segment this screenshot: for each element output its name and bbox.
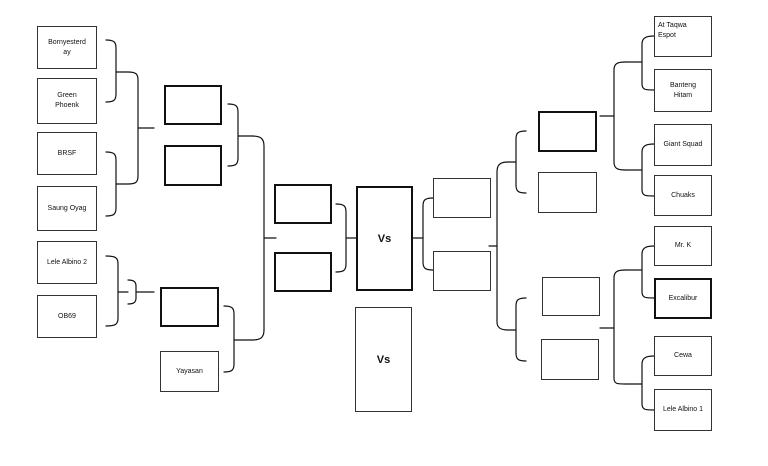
connector-right-r3: [422, 197, 434, 271]
connector-left-r1-c: [105, 255, 119, 327]
right-r1-team-7: Cewa: [654, 336, 712, 376]
right-r1-team-8: Lele Albino 1: [654, 389, 712, 431]
connector-right-r1-a: [641, 35, 655, 91]
right-r1-team-6: Excalibur: [654, 278, 712, 319]
right-r2-slot-1: [538, 111, 597, 152]
right-r2-slot-3: [542, 277, 600, 316]
connector-right-r1-b: [641, 143, 655, 197]
connector-right-r1-cd: [613, 269, 626, 385]
connector-left-r1-b: [105, 151, 117, 217]
connector-left-r2-b: [223, 305, 235, 373]
left-r1-team-4: Saung Oyag: [37, 186, 97, 231]
final-vs-box: Vs: [356, 186, 413, 291]
connector-left-r1-c2: [127, 279, 137, 305]
connector-right-r1-ab: [613, 61, 626, 171]
left-r1-team-2: Green Phoenk: [37, 78, 97, 124]
left-r1-team-6: OB69: [37, 295, 97, 338]
left-r2-slot-4: Yayasan: [160, 351, 219, 392]
connector-left-r1-ab: [127, 71, 139, 185]
connector-right-r2-a: [515, 130, 527, 194]
right-r1-team-2: Banteng Hitam: [654, 69, 712, 112]
left-r2-slot-1: [164, 85, 222, 125]
right-r2-slot-4: [541, 339, 599, 380]
left-r1-team-5: Lele Albino 2: [37, 241, 97, 284]
right-r1-team-3: Giant Squad: [654, 124, 712, 166]
left-r2-slot-3: [160, 287, 219, 327]
connector-right-r1-d: [641, 355, 655, 411]
connector-left-r2-ab: [251, 135, 265, 341]
connector-right-r1-c: [641, 245, 655, 299]
connector-right-r2-ab: [496, 161, 509, 331]
connector-left-r2-a: [227, 103, 239, 167]
right-r1-team-4: Chuaks: [654, 175, 712, 216]
left-r3-slot-1: [274, 184, 332, 224]
connector-right-r2-b: [515, 297, 527, 362]
left-r2-slot-2: [164, 145, 222, 186]
right-r3-slot-1: [433, 178, 491, 218]
right-r2-slot-2: [538, 172, 597, 213]
left-r3-slot-2: [274, 252, 332, 292]
left-r1-team-3: BRSF: [37, 132, 97, 175]
right-r1-team-1: At Taqwa Espot: [654, 16, 712, 57]
connector-left-r1-a: [105, 39, 117, 103]
right-r3-slot-2: [433, 251, 491, 291]
left-r1-team-1: Bornyesterd ay: [37, 26, 97, 69]
right-r1-team-5: Mr. K: [654, 226, 712, 266]
third-place-vs-box: Vs: [355, 307, 412, 412]
connector-left-r3: [335, 203, 347, 273]
